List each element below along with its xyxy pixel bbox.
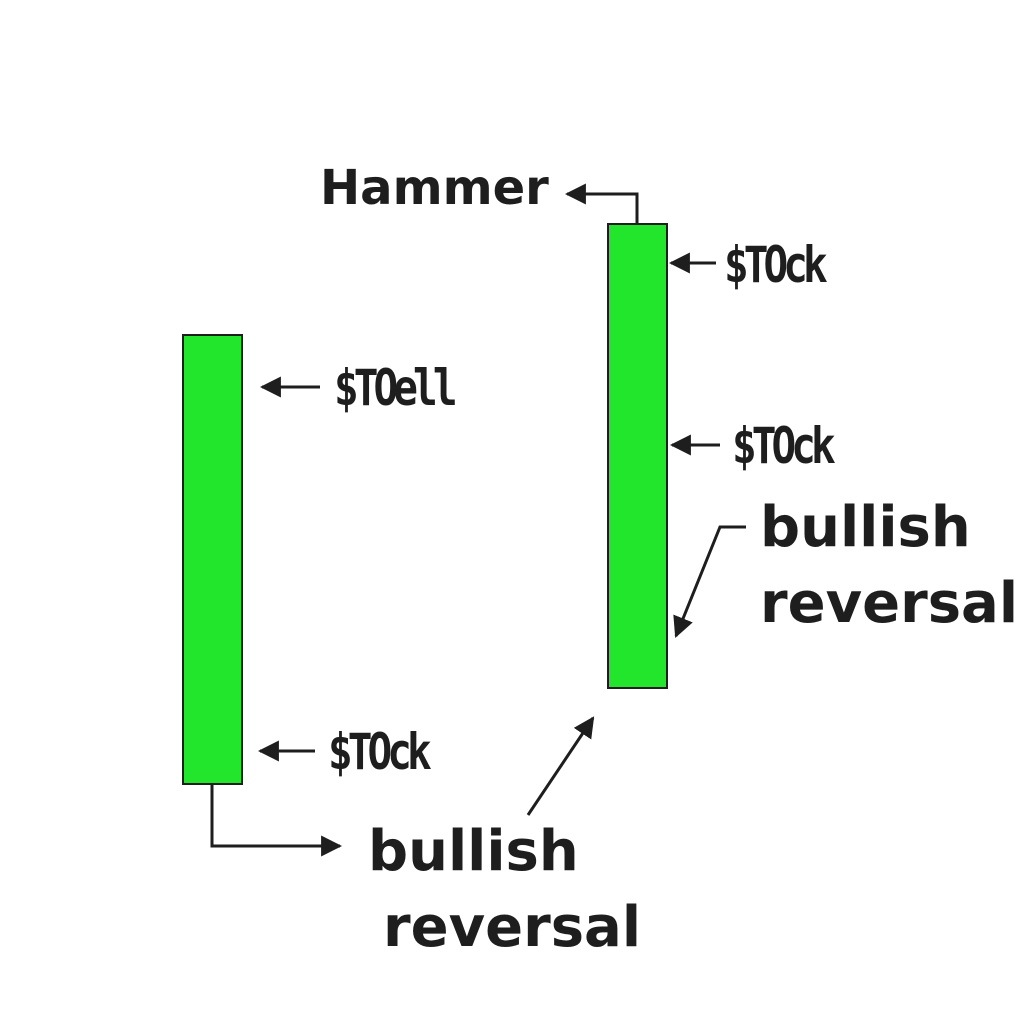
right-annotation-line1: bullish [760,495,971,560]
right-candle [607,223,668,689]
arrow-left-candle-to-annotation [210,785,343,857]
arrow-right-annotation-to-candle [673,525,746,638]
left-bottom-ticker-label: $TOck [328,723,432,781]
right-middle-ticker-label: $TOck [732,417,836,475]
right-annotation: bullish reversal [760,490,1018,642]
right-annotation-line2: reversal [760,571,1019,636]
arrow-annotation-to-right-candle [526,716,595,816]
hammer-label: Hammer [320,160,549,216]
bottom-annotation-line2: reversal [383,895,642,960]
arrow-right-candle-to-hammer [564,183,639,224]
bottom-annotation: bullish reversal [368,814,641,966]
left-candle [182,334,243,785]
bottom-annotation-line1: bullish [368,819,579,884]
right-top-ticker-label: $TOck [724,236,828,294]
left-top-ticker-label: $TOell [334,359,457,417]
